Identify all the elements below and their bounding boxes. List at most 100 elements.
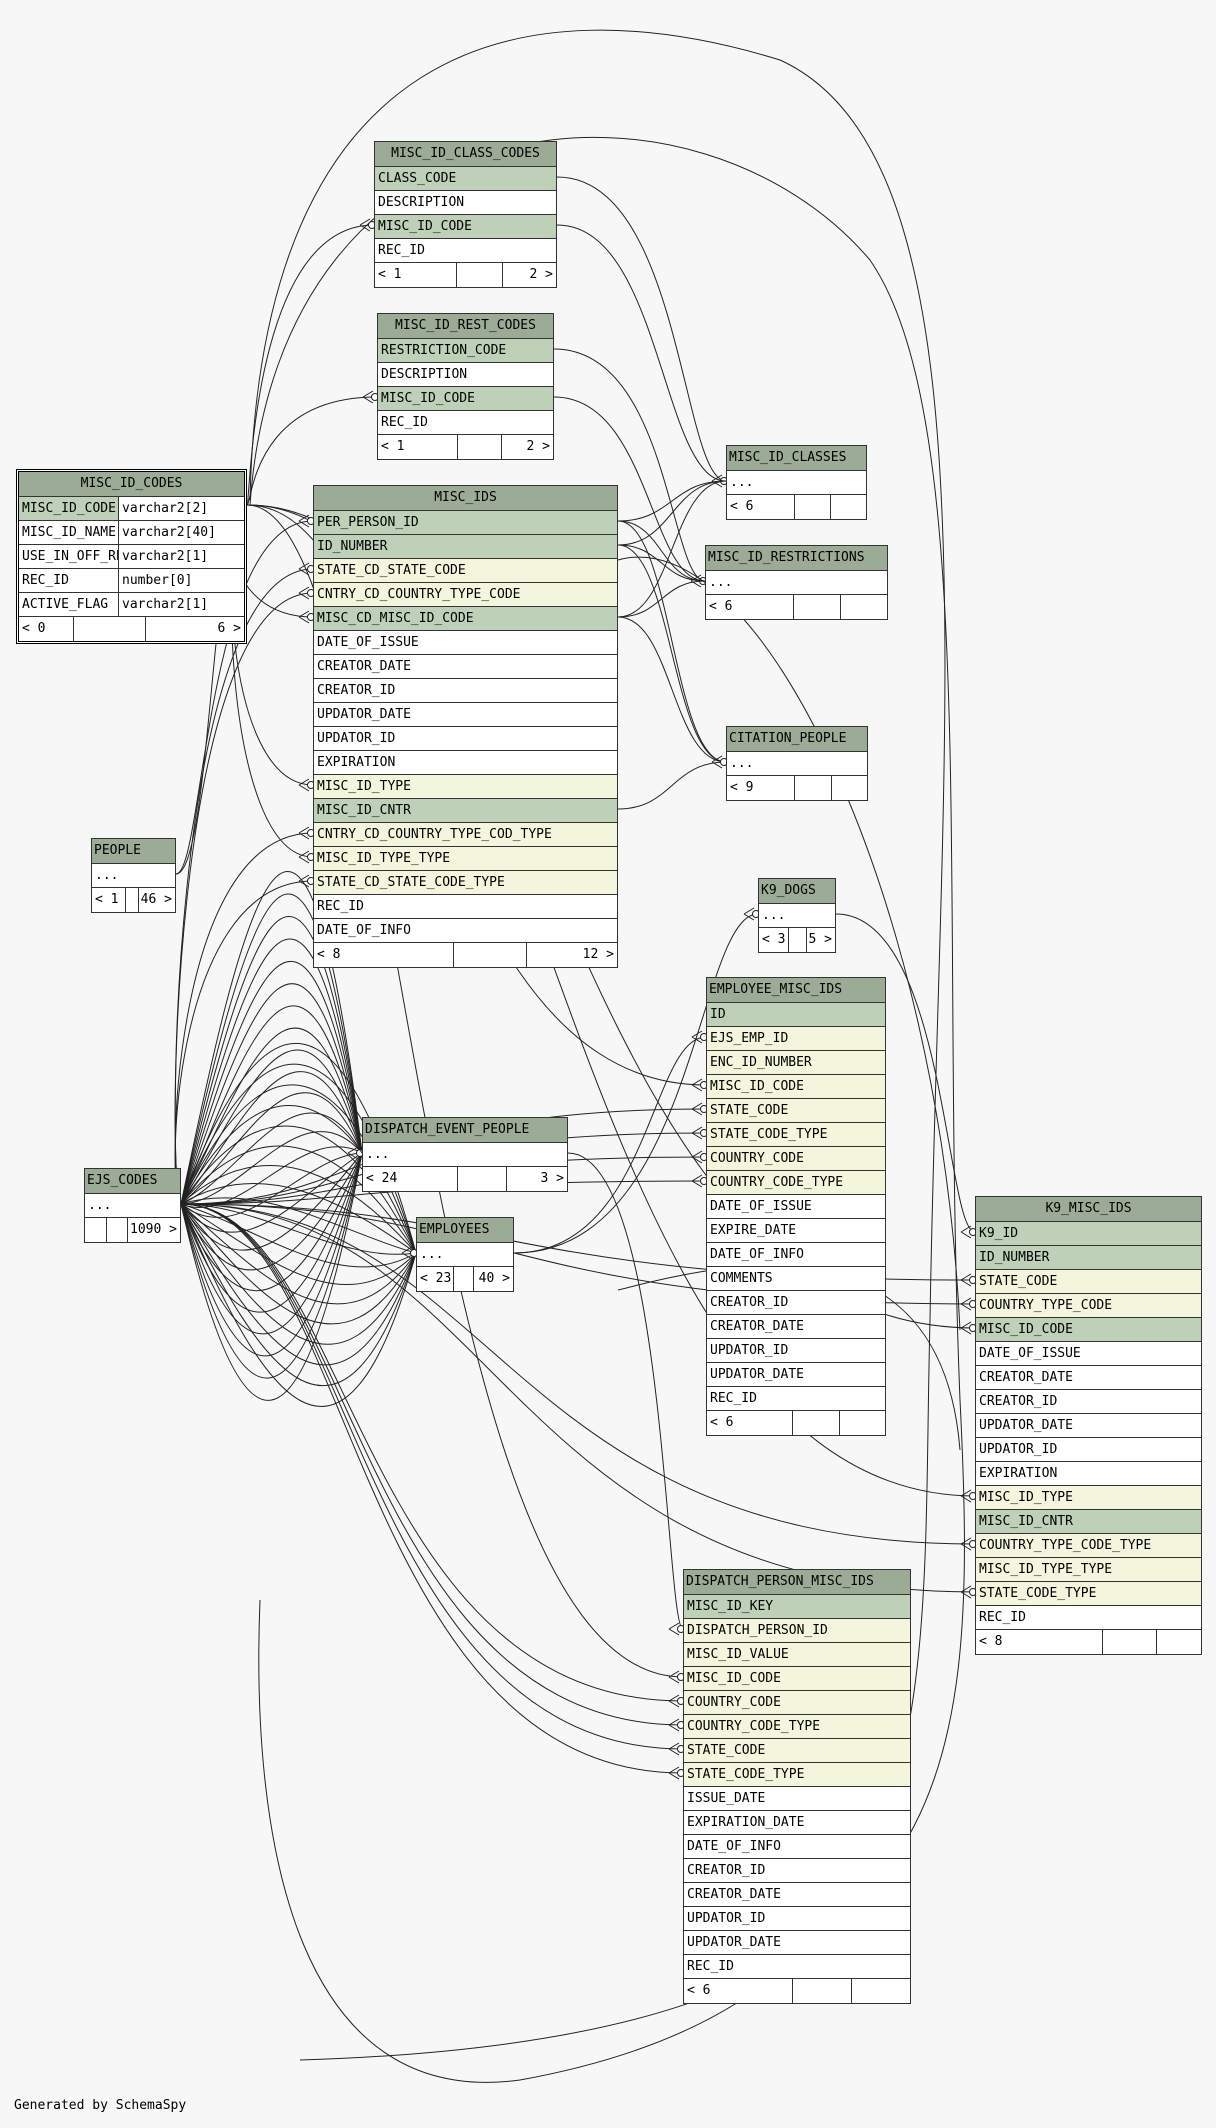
- column-row-cntry-cd-country-type-cod-type[interactable]: CNTRY_CD_COUNTRY_TYPE_COD_TYPE: [314, 823, 617, 847]
- column-row-updator-date[interactable]: UPDATOR_DATE: [314, 703, 617, 727]
- column-row-creator-id[interactable]: CREATOR_ID: [707, 1291, 885, 1315]
- column-row-state-code-type[interactable]: STATE_CODE_TYPE: [684, 1763, 910, 1787]
- column-row-id[interactable]: ID: [707, 1003, 885, 1027]
- column-row-description[interactable]: DESCRIPTION: [378, 363, 553, 387]
- table-title[interactable]: MISC_ID_CODES: [19, 472, 244, 497]
- column-row-misc-cd-misc-id-code[interactable]: MISC_CD_MISC_ID_CODE: [314, 607, 617, 631]
- column-row-rec-id[interactable]: REC_ID: [976, 1606, 1201, 1630]
- column-row-ellipsis[interactable]: ...: [417, 1243, 513, 1267]
- column-row-cntry-cd-country-type-code[interactable]: CNTRY_CD_COUNTRY_TYPE_CODE: [314, 583, 617, 607]
- column-row-ellipsis[interactable]: ...: [92, 864, 175, 888]
- table-misc-id-classes[interactable]: MISC_ID_CLASSES...< 6: [726, 445, 867, 520]
- column-row-date-of-issue[interactable]: DATE_OF_ISSUE: [976, 1342, 1201, 1366]
- column-row-misc-id-type-type[interactable]: MISC_ID_TYPE_TYPE: [314, 847, 617, 871]
- column-row-ellipsis[interactable]: ...: [727, 752, 867, 776]
- column-row-date-of-info[interactable]: DATE_OF_INFO: [314, 919, 617, 943]
- column-row-id-number[interactable]: ID_NUMBER: [314, 535, 617, 559]
- column-row-expiration[interactable]: EXPIRATION: [976, 1462, 1201, 1486]
- column-row-rec-id[interactable]: REC_ID: [314, 895, 617, 919]
- table-citation-people[interactable]: CITATION_PEOPLE...< 9: [726, 726, 868, 801]
- column-row-country-code[interactable]: COUNTRY_CODE: [707, 1147, 885, 1171]
- table-title[interactable]: MISC_ID_RESTRICTIONS: [706, 546, 887, 571]
- column-row-ellipsis[interactable]: ...: [363, 1143, 567, 1167]
- column-row-state-code[interactable]: STATE_CODE: [976, 1270, 1201, 1294]
- table-title[interactable]: DISPATCH_EVENT_PEOPLE: [363, 1118, 567, 1143]
- column-row-id-number[interactable]: ID_NUMBER: [976, 1246, 1201, 1270]
- column-row-creator-date[interactable]: CREATOR_DATE: [314, 655, 617, 679]
- table-ejs-codes[interactable]: EJS_CODES...1090 >: [84, 1168, 181, 1243]
- column-row-ejs-emp-id[interactable]: EJS_EMP_ID: [707, 1027, 885, 1051]
- table-title[interactable]: DISPATCH_PERSON_MISC_IDS: [684, 1570, 910, 1595]
- table-title[interactable]: EJS_CODES: [85, 1169, 180, 1194]
- column-row-updator-id[interactable]: UPDATOR_ID: [314, 727, 617, 751]
- column-row-state-code[interactable]: STATE_CODE: [707, 1099, 885, 1123]
- column-row-updator-id[interactable]: UPDATOR_ID: [707, 1339, 885, 1363]
- column-row-state-code-type[interactable]: STATE_CODE_TYPE: [976, 1582, 1201, 1606]
- column-row-ellipsis[interactable]: ...: [85, 1194, 180, 1218]
- column-row-creator-date[interactable]: CREATOR_DATE: [976, 1366, 1201, 1390]
- table-title[interactable]: MISC_ID_CLASSES: [727, 446, 866, 471]
- column-row-creator-date[interactable]: CREATOR_DATE: [707, 1315, 885, 1339]
- column-row-misc-id-cntr[interactable]: MISC_ID_CNTR: [314, 799, 617, 823]
- column-row-creator-date[interactable]: CREATOR_DATE: [684, 1883, 910, 1907]
- column-row-state-code-type[interactable]: STATE_CODE_TYPE: [707, 1123, 885, 1147]
- column-row-country-type-code-type[interactable]: COUNTRY_TYPE_CODE_TYPE: [976, 1534, 1201, 1558]
- column-row-date-of-issue[interactable]: DATE_OF_ISSUE: [314, 631, 617, 655]
- column-row-country-code-type[interactable]: COUNTRY_CODE_TYPE: [707, 1171, 885, 1195]
- column-row-date-of-issue[interactable]: DATE_OF_ISSUE: [707, 1195, 885, 1219]
- column-row-updator-id[interactable]: UPDATOR_ID: [976, 1438, 1201, 1462]
- column-row-expire-date[interactable]: EXPIRE_DATE: [707, 1219, 885, 1243]
- table-title[interactable]: EMPLOYEES: [417, 1218, 513, 1243]
- column-row-country-type-code[interactable]: COUNTRY_TYPE_CODE: [976, 1294, 1201, 1318]
- column-row-restriction-code[interactable]: RESTRICTION_CODE: [378, 339, 553, 363]
- table-title[interactable]: K9_DOGS: [759, 879, 835, 904]
- table-title[interactable]: MISC_ID_REST_CODES: [378, 314, 553, 339]
- column-row-ellipsis[interactable]: ...: [759, 904, 835, 928]
- column-row-updator-id[interactable]: UPDATOR_ID: [684, 1907, 910, 1931]
- column-row-updator-date[interactable]: UPDATOR_DATE: [976, 1414, 1201, 1438]
- column-row-rec-id[interactable]: REC_ID: [378, 411, 553, 435]
- column-row-dispatch-person-id[interactable]: DISPATCH_PERSON_ID: [684, 1619, 910, 1643]
- table-title[interactable]: K9_MISC_IDS: [976, 1197, 1201, 1222]
- column-row-misc-id-code[interactable]: MISC_ID_CODE: [378, 387, 553, 411]
- table-title[interactable]: CITATION_PEOPLE: [727, 727, 867, 752]
- column-row-state-cd-state-code-type[interactable]: STATE_CD_STATE_CODE_TYPE: [314, 871, 617, 895]
- column-row-misc-id-code[interactable]: MISC_ID_CODE: [976, 1318, 1201, 1342]
- column-row-misc-id-code[interactable]: MISC_ID_CODE: [684, 1667, 910, 1691]
- column-row-class-code[interactable]: CLASS_CODE: [375, 167, 556, 191]
- column-row-issue-date[interactable]: ISSUE_DATE: [684, 1787, 910, 1811]
- column-row-rec-id[interactable]: REC_ID: [684, 1955, 910, 1979]
- table-title[interactable]: PEOPLE: [92, 839, 175, 864]
- column-row-updator-date[interactable]: UPDATOR_DATE: [707, 1363, 885, 1387]
- column-row-creator-id[interactable]: CREATOR_ID: [314, 679, 617, 703]
- column-row-comments[interactable]: COMMENTS: [707, 1267, 885, 1291]
- column-row-per-person-id[interactable]: PER_PERSON_ID: [314, 511, 617, 535]
- column-row-misc-id-type[interactable]: MISC_ID_TYPE: [314, 775, 617, 799]
- column-row-rec-id[interactable]: REC_ID: [707, 1387, 885, 1411]
- column-row-state-code[interactable]: STATE_CODE: [684, 1739, 910, 1763]
- column-row-updator-date[interactable]: UPDATOR_DATE: [684, 1931, 910, 1955]
- column-row-enc-id-number[interactable]: ENC_ID_NUMBER: [707, 1051, 885, 1075]
- column-row-expiration-date[interactable]: EXPIRATION_DATE: [684, 1811, 910, 1835]
- column-row-date-of-info[interactable]: DATE_OF_INFO: [707, 1243, 885, 1267]
- column-row-misc-id-cntr[interactable]: MISC_ID_CNTR: [976, 1510, 1201, 1534]
- table-title[interactable]: EMPLOYEE_MISC_IDS: [707, 978, 885, 1003]
- column-row-misc-id-code[interactable]: MISC_ID_CODE: [707, 1075, 885, 1099]
- table-misc-id-restrictions[interactable]: MISC_ID_RESTRICTIONS...< 6: [705, 545, 888, 620]
- table-title[interactable]: MISC_IDS: [314, 486, 617, 511]
- column-row-date-of-info[interactable]: DATE_OF_INFO: [684, 1835, 910, 1859]
- column-row-description[interactable]: DESCRIPTION: [375, 191, 556, 215]
- column-row-misc-id-value[interactable]: MISC_ID_VALUE: [684, 1643, 910, 1667]
- column-row-state-cd-state-code[interactable]: STATE_CD_STATE_CODE: [314, 559, 617, 583]
